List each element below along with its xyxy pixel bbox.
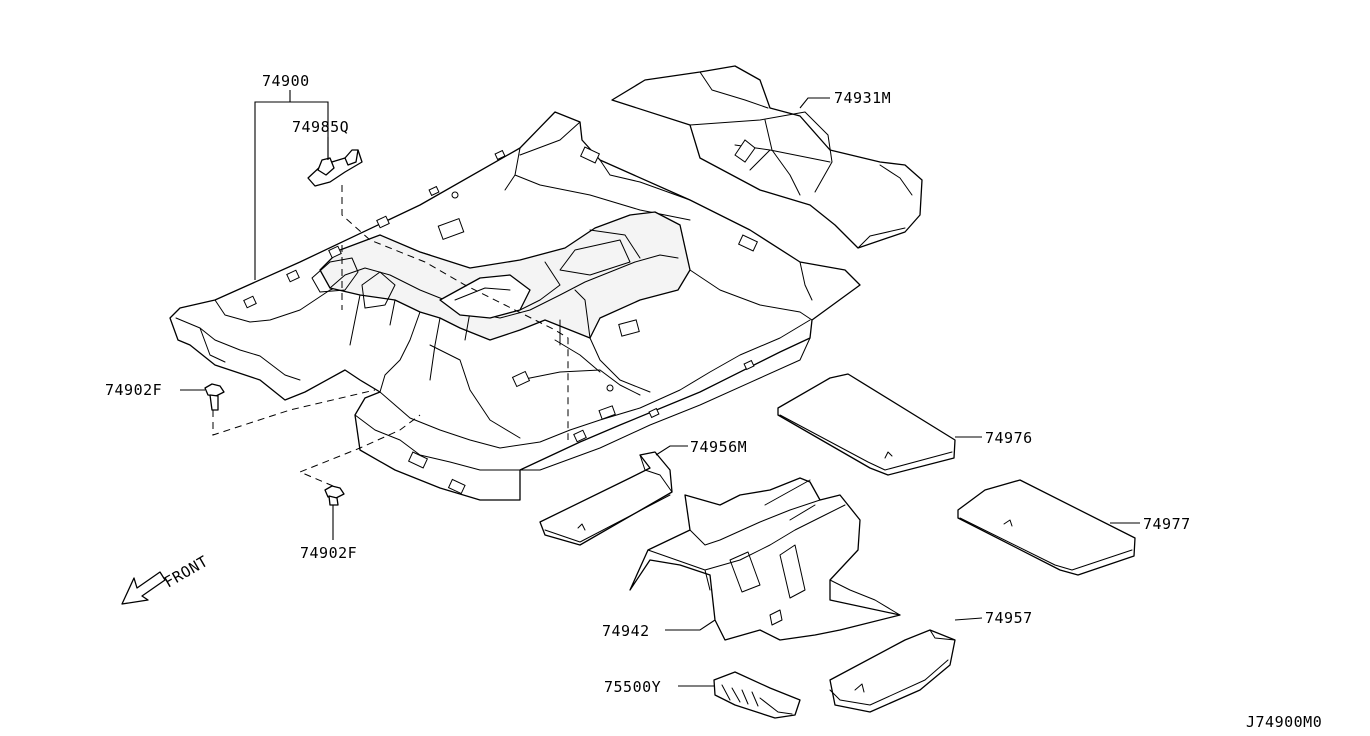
main-floor-carpet-74900[interactable] — [169, 111, 861, 501]
callout-74985q: 74985Q — [292, 118, 349, 136]
clip-74902f-bottom[interactable] — [324, 485, 345, 506]
panel-74956m[interactable] — [539, 451, 673, 546]
panel-74977[interactable] — [957, 479, 1136, 576]
clip-74902f-left[interactable] — [204, 383, 225, 411]
front-arrow-icon — [121, 571, 166, 605]
callout-74957: 74957 — [985, 609, 1033, 627]
callout-74902f-bottom: 74902F — [300, 544, 357, 562]
part-75500y[interactable] — [713, 671, 801, 719]
callout-74977: 74977 — [1143, 515, 1191, 533]
callout-74942: 74942 — [602, 622, 650, 640]
panel-74957[interactable] — [829, 629, 956, 713]
callout-75500y: 75500Y — [604, 678, 661, 696]
callout-74902f-left: 74902F — [105, 381, 162, 399]
panel-74976[interactable] — [777, 373, 956, 476]
front-label: FRONT — [161, 552, 211, 591]
diagram-id: J74900M0 — [1246, 713, 1322, 731]
callout-74956m: 74956M — [690, 438, 747, 456]
rear-floor-carpet-74931m[interactable] — [611, 65, 923, 249]
insulator-74942[interactable] — [629, 477, 901, 641]
callout-74976: 74976 — [985, 429, 1033, 447]
clip-74985q[interactable] — [307, 149, 363, 187]
callout-74931m: 74931M — [834, 89, 891, 107]
assembly-dashed-lines — [212, 185, 569, 487]
callout-74900: 74900 — [262, 72, 310, 90]
leader-lines — [180, 90, 1140, 687]
